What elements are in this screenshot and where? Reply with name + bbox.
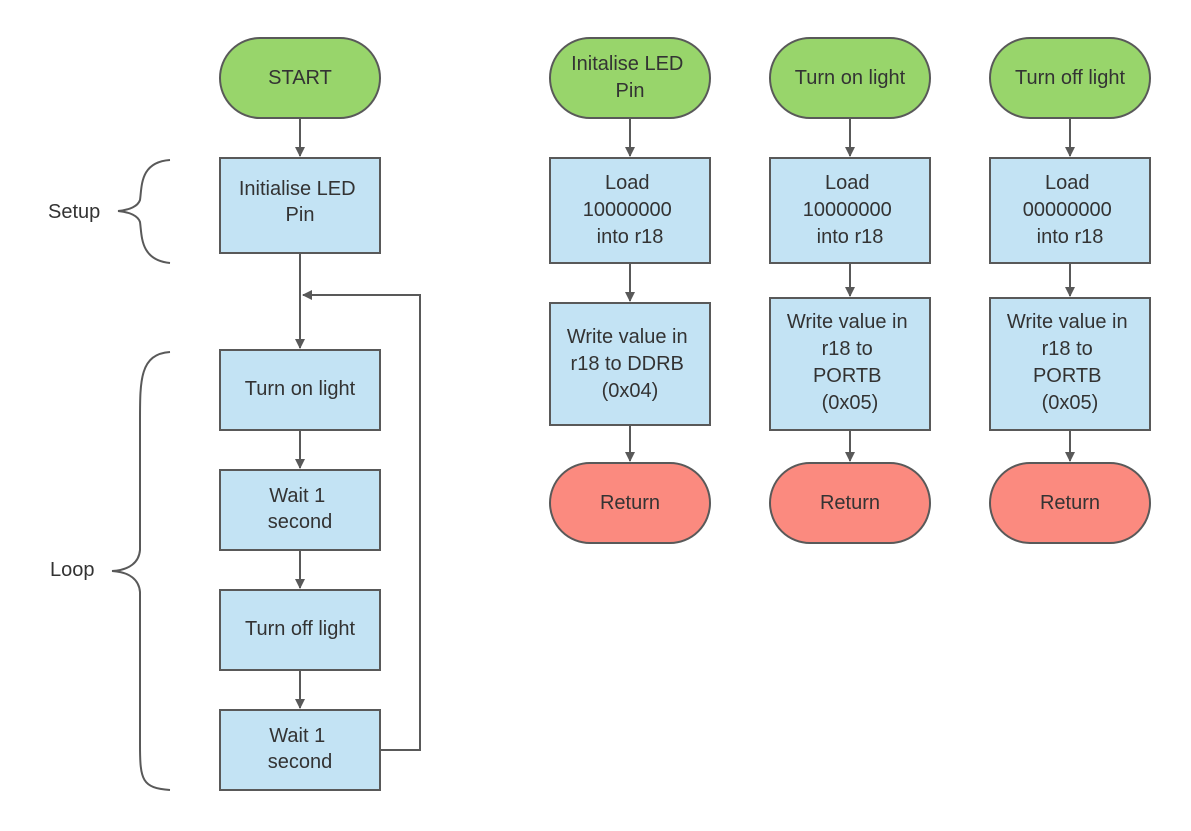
sub2-load-line-3: into r18 xyxy=(817,226,884,248)
sub3-write-line-4: (0x05) xyxy=(1042,392,1099,414)
subroutine-turn-on: Turn on light Load 10000000 into r18 Wri… xyxy=(769,37,931,544)
setup-label: Setup xyxy=(48,201,100,223)
sub3-load-line-1: Load xyxy=(1045,172,1090,194)
wait1-line-2: second xyxy=(268,511,333,533)
sub2-write-line-1: Write value in xyxy=(787,311,908,333)
start-terminal: START xyxy=(219,37,381,119)
sub2-title-terminal: Turn on light xyxy=(769,37,931,119)
wait1-line-1: Wait 1 xyxy=(269,485,325,507)
svg-text:Wait 1 second: Wait 1 second xyxy=(268,485,333,533)
turn-on-label: Turn on light xyxy=(245,378,356,400)
svg-text:Load 00000000: Load 00000000 into r18 xyxy=(1023,172,1118,248)
start-label: START xyxy=(268,67,332,89)
init-line-2: Pin xyxy=(286,204,315,226)
sub1-load-line-1: Load xyxy=(605,172,650,194)
wait2-line-2: second xyxy=(268,751,333,773)
sub2-write-process: Write value in r18 to PORTB (0x05) xyxy=(769,297,931,431)
main-flow: START Initialise LED Pin Turn on light W… xyxy=(48,37,421,791)
subroutine-init-led: Initalise LED Pin Load 10000000 into r18… xyxy=(549,37,711,544)
wait-process-2: Wait 1 second xyxy=(219,709,381,791)
loop-brace xyxy=(111,351,171,791)
sub3-load-line-3: into r18 xyxy=(1037,226,1104,248)
setup-brace xyxy=(117,159,171,264)
turn-off-label: Turn off light xyxy=(245,618,356,640)
sub1-write-line-1: Write value in xyxy=(567,326,688,348)
sub3-write-line-1: Write value in xyxy=(1007,311,1128,333)
sub3-load-line-2: 00000000 xyxy=(1023,199,1112,221)
subroutine-turn-off: Turn off light Load 00000000 into r18 Wr… xyxy=(989,37,1151,544)
sub1-load-line-3: into r18 xyxy=(597,226,664,248)
sub3-return-label: Return xyxy=(1040,492,1100,514)
sub1-title-line-2: Pin xyxy=(616,80,645,102)
turn-off-process: Turn off light xyxy=(219,589,381,671)
sub2-write-line-3: PORTB xyxy=(813,365,882,387)
loop-label: Loop xyxy=(50,559,95,581)
sub1-write-process: Write value in r18 to DDRB (0x04) xyxy=(549,302,711,426)
sub2-return-terminal: Return xyxy=(769,462,931,544)
svg-text:Wait 1 second: Wait 1 second xyxy=(268,725,333,773)
wait-process-1: Wait 1 second xyxy=(219,469,381,551)
sub1-load-line-2: 10000000 xyxy=(583,199,672,221)
turn-on-process: Turn on light xyxy=(219,349,381,431)
sub3-return-terminal: Return xyxy=(989,462,1151,544)
sub3-write-process: Write value in r18 to PORTB (0x05) xyxy=(989,297,1151,431)
svg-text:Write value in r18 to: Write value in r18 to PORTB (0x05) xyxy=(1007,311,1133,414)
sub3-title-terminal: Turn off light xyxy=(989,37,1151,119)
svg-text:Write value in r18 to: Write value in r18 to PORTB (0x05) xyxy=(787,311,913,414)
sub1-write-line-2: r18 to DDRB xyxy=(571,353,684,375)
sub2-load-process: Load 10000000 into r18 xyxy=(769,157,931,264)
sub1-return-terminal: Return xyxy=(549,462,711,544)
init-line-1: Initialise LED xyxy=(239,178,356,200)
sub2-return-label: Return xyxy=(820,492,880,514)
loop-back-connector xyxy=(302,290,421,751)
sub1-return-label: Return xyxy=(600,492,660,514)
sub2-load-line-2: 10000000 xyxy=(803,199,892,221)
sub2-write-line-2: r18 to xyxy=(822,338,873,360)
sub3-title-label: Turn off light xyxy=(1015,67,1126,89)
sub1-title-line-1: Initalise LED xyxy=(571,53,683,75)
sub1-load-process: Load 10000000 into r18 xyxy=(549,157,711,264)
sub2-write-line-4: (0x05) xyxy=(822,392,879,414)
svg-text:Initalise LED Pin: Initalise LED Pin xyxy=(571,53,689,102)
sub3-write-line-3: PORTB xyxy=(1033,365,1102,387)
svg-text:Load 10000000: Load 10000000 into r18 xyxy=(803,172,898,248)
svg-text:Initialise LED Pin: Initialise LED Pin xyxy=(239,178,361,226)
sub3-write-line-2: r18 to xyxy=(1042,338,1093,360)
wait2-line-1: Wait 1 xyxy=(269,725,325,747)
sub2-load-line-1: Load xyxy=(825,172,870,194)
sub1-write-line-3: (0x04) xyxy=(602,380,659,402)
sub2-title-label: Turn on light xyxy=(795,67,906,89)
svg-text:Load 10000000: Load 10000000 into r18 xyxy=(583,172,678,248)
sub3-load-process: Load 00000000 into r18 xyxy=(989,157,1151,264)
init-led-process: Initialise LED Pin xyxy=(219,157,381,254)
sub1-title-terminal: Initalise LED Pin xyxy=(549,37,711,119)
svg-text:Write value in r18 to: Write value in r18 to DDRB (0x04) xyxy=(567,326,693,402)
